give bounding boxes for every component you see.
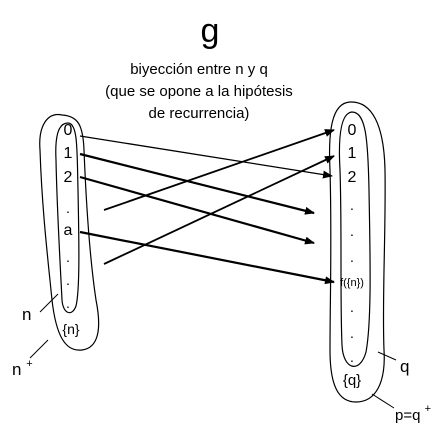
left-singleton: {n} (62, 321, 79, 337)
left-set-elements: 0 1 2. a... (64, 122, 73, 311)
left-inner-set-outline (55, 122, 80, 314)
left-outer-label-base: n (12, 360, 21, 379)
right-element-9: . (350, 349, 354, 365)
right-element-8: . (350, 325, 354, 341)
right-set-elements: 0 1 2... f({n})... (340, 122, 364, 365)
arrow-2-to-dots-lower (79, 175, 315, 245)
left-inner-label: n (22, 305, 31, 324)
left-outer-label-sup: + (26, 358, 32, 370)
left-element-3: . (66, 200, 70, 216)
right-element-7: . (350, 299, 354, 315)
left-element-1: 1 (64, 145, 73, 162)
right-inner-label: q (400, 357, 409, 376)
right-element-1: 1 (348, 145, 357, 162)
arrow-1-to-dots-upper (79, 152, 315, 215)
left-outer-label: n + (12, 358, 33, 379)
left-element-0: 0 (64, 122, 73, 139)
caption-line-2: (que se opone a la hipótesis (105, 83, 293, 100)
caption-line-3: de recurrencia) (149, 105, 250, 122)
left-outer-label-leader (29, 339, 49, 359)
right-outer-label-leader (371, 393, 395, 409)
right-element-2: 2 (348, 169, 357, 186)
right-outer-label: p=q + (395, 403, 431, 424)
left-element-5: . (66, 249, 70, 265)
right-element-6: f({n}) (340, 277, 364, 289)
right-element-3: . (350, 197, 354, 213)
function-title: g (201, 12, 220, 50)
mapping-arrows (79, 129, 335, 285)
left-outer-set-outline (39, 114, 100, 351)
left-element-2: 2 (64, 169, 73, 186)
right-singleton: {q} (343, 372, 361, 389)
left-inner-label-leader (39, 293, 59, 313)
right-outer-set-outline (328, 101, 386, 403)
right-outer-label-base: p=q (395, 407, 420, 424)
left-element-4: a (64, 222, 73, 239)
arrow-0-to-2 (79, 135, 333, 179)
arrow-dots-to-0 (103, 129, 335, 211)
arrow-a-to-f-singleton (79, 230, 335, 285)
left-element-6: . (66, 272, 70, 288)
right-element-0: 0 (348, 122, 357, 139)
right-element-4: . (350, 223, 354, 239)
right-inner-set-outline (338, 111, 371, 367)
right-inner-label-leader (377, 351, 397, 361)
left-element-7: . (66, 295, 70, 311)
caption-line-1: biyección entre n y q (130, 61, 268, 78)
right-element-5: . (350, 249, 354, 265)
arrow-dots-to-1 (103, 155, 335, 265)
right-outer-label-sup: + (425, 403, 431, 415)
